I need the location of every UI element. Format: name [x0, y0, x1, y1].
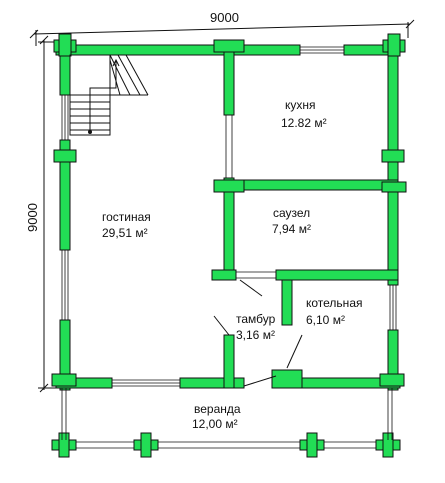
walls: [51, 33, 407, 458]
room-name: саузел: [273, 206, 310, 220]
windows: [61, 46, 397, 449]
room-veranda: веранда 12,00 м²: [192, 402, 241, 431]
room-name: кухня: [285, 98, 316, 112]
dimension-left: 9000: [25, 35, 64, 393]
room-living: гостиная 29,51 м²: [102, 210, 151, 240]
doors: [213, 279, 303, 387]
room-bathroom: саузел 7,94 м²: [272, 206, 311, 236]
dimension-top: 9000: [29, 10, 415, 46]
room-area: 12,00 м²: [192, 417, 238, 431]
room-area: 3,16 м²: [236, 328, 275, 342]
room-boiler: котельная 6,10 м²: [306, 296, 362, 327]
stairs-icon: [69, 54, 149, 136]
dimension-top-label: 9000: [210, 10, 239, 25]
room-name: тамбур: [236, 312, 276, 326]
room-area: 12.82 м²: [281, 116, 327, 130]
room-name: веранда: [194, 402, 241, 416]
room-kitchen: кухня 12.82 м²: [281, 98, 327, 130]
room-name: котельная: [306, 296, 362, 310]
room-vestibule: тамбур 3,16 м²: [236, 312, 276, 342]
room-area: 6,10 м²: [306, 313, 345, 327]
room-name: гостиная: [102, 210, 151, 224]
dimension-left-label: 9000: [25, 203, 40, 232]
room-area: 29,51 м²: [102, 226, 148, 240]
room-area: 7,94 м²: [272, 222, 311, 236]
